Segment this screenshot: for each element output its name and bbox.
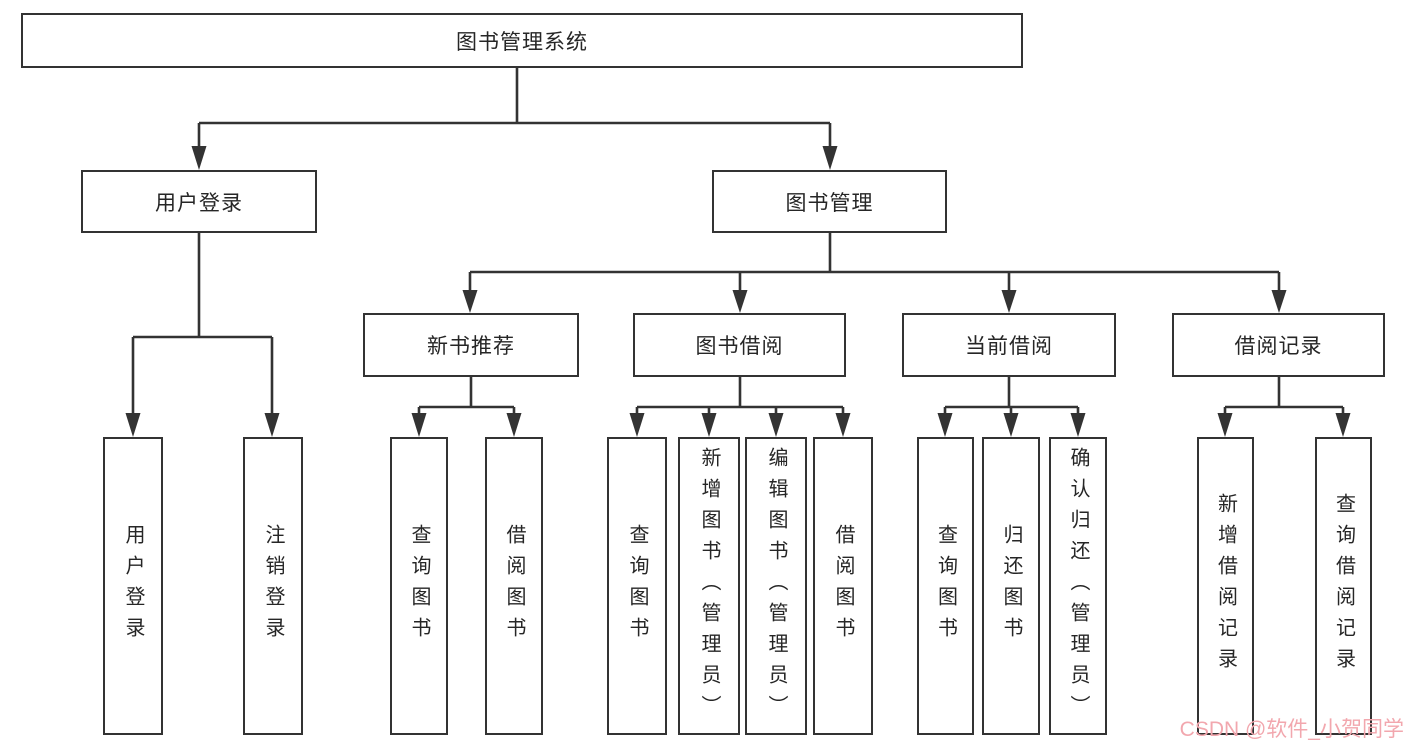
leaf-logout-login: 注销登录 <box>243 437 303 735</box>
csdn-watermark: CSDN @软件_小贺同学 <box>1179 718 1404 741</box>
leaf-add-books-admin-label: 新增图书（管理员） <box>698 446 720 726</box>
arrow-down-icon <box>462 290 478 313</box>
arrow-down-icon <box>1001 290 1017 313</box>
leaf-query-books-current: 查询图书 <box>917 437 974 735</box>
node-borrow-records: 借阅记录 <box>1172 313 1385 377</box>
leaf-add-borrow-record-label: 新增借阅记录 <box>1214 493 1237 679</box>
leaf-query-books-recommend-label: 查询图书 <box>408 524 430 648</box>
arrow-down-icon <box>125 413 141 437</box>
leaf-borrow-books-recommend: 借阅图书 <box>485 437 543 735</box>
connector-borrow-records-children <box>1217 377 1351 437</box>
leaf-add-books-admin: 新增图书（管理员） <box>678 437 740 735</box>
leaf-borrow-books: 借阅图书 <box>813 437 873 735</box>
leaf-query-borrow-record-label: 查询借阅记录 <box>1332 493 1355 679</box>
leaf-logout-login-label: 注销登录 <box>262 524 284 648</box>
leaf-return-books: 归还图书 <box>982 437 1040 735</box>
node-borrow-records-label: 借阅记录 <box>1234 335 1323 358</box>
arrow-down-icon <box>937 413 953 437</box>
node-book-management-label: 图书管理 <box>785 191 874 215</box>
connector-book-management-children <box>462 233 1287 313</box>
node-root: 图书管理系统 <box>21 13 1023 68</box>
node-new-book-recommend: 新书推荐 <box>363 313 579 377</box>
node-current-borrow: 当前借阅 <box>902 313 1116 377</box>
arrow-down-icon <box>1271 290 1287 313</box>
arrow-down-icon <box>732 290 748 313</box>
node-book-borrow: 图书借阅 <box>633 313 846 377</box>
node-new-book-recommend-label: 新书推荐 <box>427 335 515 358</box>
arrow-down-icon <box>411 413 427 437</box>
leaf-query-books-borrow: 查询图书 <box>607 437 667 735</box>
arrow-down-icon <box>629 413 645 437</box>
connector-user-login-children <box>125 233 280 437</box>
arrow-down-icon <box>506 413 522 437</box>
arrow-down-icon <box>835 413 851 437</box>
leaf-query-books-recommend: 查询图书 <box>390 437 448 735</box>
leaf-query-books-current-label: 查询图书 <box>934 524 957 648</box>
connector-current-borrow-children <box>937 377 1086 437</box>
arrow-down-icon <box>1217 413 1233 437</box>
arrow-down-icon <box>822 146 838 170</box>
leaf-edit-books-admin-label: 编辑图书（管理员） <box>765 446 787 726</box>
leaf-query-books-borrow-label: 查询图书 <box>626 524 648 648</box>
connector-new-book-children <box>411 377 522 437</box>
leaf-query-borrow-record: 查询借阅记录 <box>1315 437 1372 735</box>
node-user-login-label: 用户登录 <box>155 191 243 215</box>
connector-book-borrow-children <box>629 377 851 437</box>
leaf-user-login: 用户登录 <box>103 437 163 735</box>
leaf-borrow-books-label: 借阅图书 <box>832 524 854 648</box>
arrow-down-icon <box>1003 413 1019 437</box>
leaf-confirm-return-admin: 确认归还（管理员） <box>1049 437 1107 735</box>
node-book-borrow-label: 图书借阅 <box>695 335 784 358</box>
leaf-user-login-label: 用户登录 <box>122 524 144 648</box>
connector-root-to-level2 <box>191 68 838 170</box>
node-book-management: 图书管理 <box>712 170 947 233</box>
arrow-down-icon <box>1070 413 1086 437</box>
leaf-add-borrow-record: 新增借阅记录 <box>1197 437 1254 735</box>
arrow-down-icon <box>191 146 207 170</box>
arrow-down-icon <box>768 413 784 437</box>
node-root-label: 图书管理系统 <box>456 30 588 54</box>
arrow-down-icon <box>701 413 717 437</box>
node-user-login: 用户登录 <box>81 170 317 233</box>
arrow-down-icon <box>1335 413 1351 437</box>
arrow-down-icon <box>264 413 280 437</box>
leaf-borrow-books-recommend-label: 借阅图书 <box>503 524 525 648</box>
leaf-confirm-return-admin-label: 确认归还（管理员） <box>1067 446 1089 726</box>
node-current-borrow-label: 当前借阅 <box>965 335 1053 358</box>
leaf-return-books-label: 归还图书 <box>1000 524 1022 648</box>
leaf-edit-books-admin: 编辑图书（管理员） <box>745 437 807 735</box>
